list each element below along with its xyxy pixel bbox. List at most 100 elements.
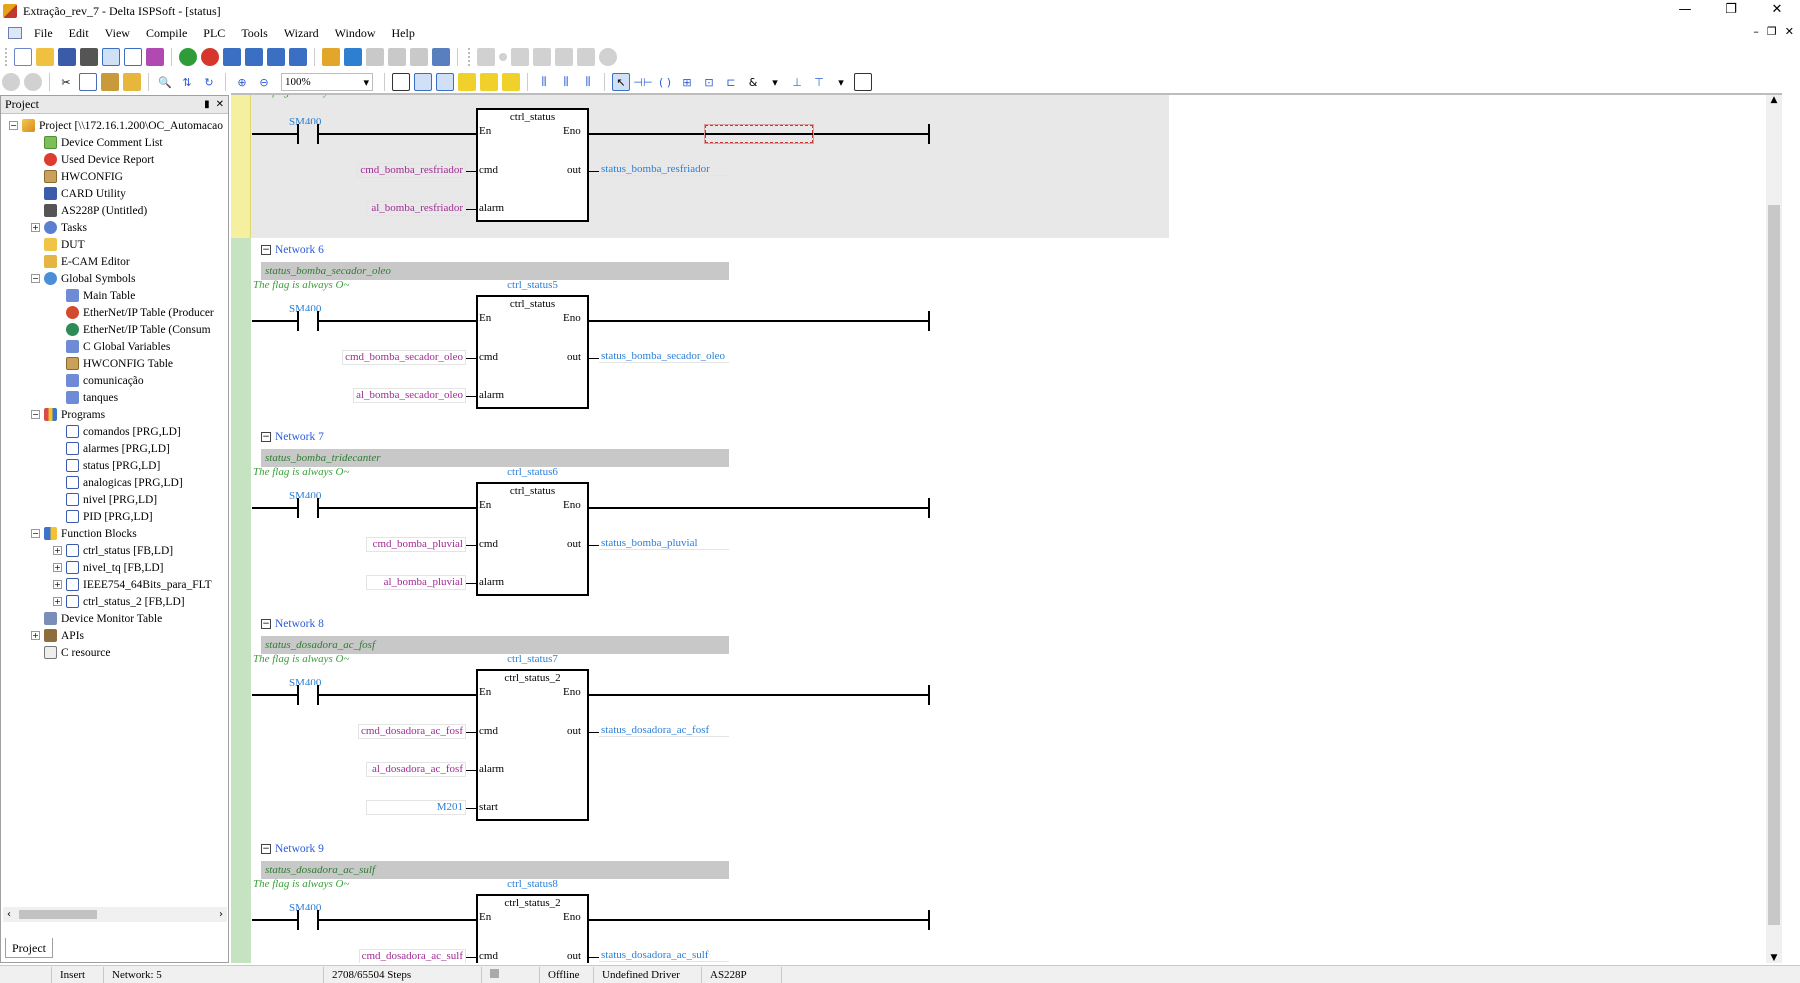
network-comment[interactable]: status_bomba_secador_oleo [261,262,729,280]
tree-item[interactable]: C Global Variables [53,338,170,355]
delete-icon[interactable] [123,73,141,91]
stop-icon[interactable] [201,48,219,66]
network-comment[interactable]: status_dosadora_ac_fosf [261,636,729,654]
function-block[interactable] [476,669,589,821]
cmd-variable[interactable]: cmd_dosadora_ac_fosf [357,724,466,739]
and-icon[interactable]: & [748,75,758,89]
tree-item[interactable]: EtherNet/IP Table (Producer [53,304,214,321]
settings-icon[interactable] [432,48,450,66]
selected-cell[interactable] [704,124,814,144]
minimize-button[interactable]: — [1678,2,1692,17]
tree-item[interactable]: −Function Blocks [31,525,137,542]
tree-item[interactable]: +ctrl_status [FB,LD] [53,542,173,559]
collapse-icon[interactable]: − [31,529,40,538]
toolbar-grip[interactable] [5,48,9,66]
tree-item[interactable]: alarmes [PRG,LD] [53,440,170,457]
select-pointer-icon[interactable]: ↖ [612,73,630,91]
insert-column-right-icon[interactable]: ⫼ [563,75,569,88]
function-block[interactable] [476,482,589,596]
collapse-network-icon[interactable]: − [261,619,271,629]
run-icon[interactable] [179,48,197,66]
tree-item[interactable]: EtherNet/IP Table (Consum [53,321,211,338]
function-block[interactable] [476,108,589,222]
normally-open-contact[interactable] [297,910,319,930]
collapse-icon[interactable]: − [31,410,40,419]
network-comment[interactable]: status_dosadora_ac_sulf [261,861,729,879]
menu-tools[interactable]: Tools [241,25,268,40]
cut-icon[interactable]: ✂ [61,75,71,89]
function-block-instance[interactable]: ctrl_status8 [507,878,558,890]
tree-item[interactable]: −Global Symbols [31,270,135,287]
network-icon[interactable] [854,73,872,91]
menu-window[interactable]: Window [334,25,376,40]
coil-icon[interactable]: ( ) [658,75,672,89]
network-header[interactable]: −Network 9 [261,843,324,855]
scrollbar-thumb[interactable] [19,910,97,919]
tree-item[interactable]: +Tasks [31,219,87,236]
tree-item[interactable]: HWCONFIG [31,168,123,185]
function-block[interactable] [476,295,589,409]
compare-icon[interactable] [267,48,285,66]
tree-item[interactable]: +ctrl_status_2 [FB,LD] [53,593,185,610]
tree-item[interactable]: +IEEE754_64Bits_para_FLT [53,576,212,593]
replace-icon[interactable]: ⇅ [182,75,192,89]
out-variable[interactable]: status_dosadora_ac_fosf [599,724,729,737]
upload-icon[interactable] [245,48,263,66]
function-block-instance[interactable]: ctrl_status6 [507,466,558,478]
normally-open-contact[interactable] [297,124,319,144]
network-header[interactable]: −Network 7 [261,431,324,443]
copy-icon[interactable] [79,73,97,91]
tree-item[interactable]: Device Comment List [31,134,163,151]
collapse-icon[interactable]: − [9,121,18,130]
tree-item[interactable]: tanques [53,389,118,406]
close-icon[interactable]: ✕ [215,99,224,110]
tree-item[interactable]: HWCONFIG Table [53,355,173,372]
transfer-icon[interactable] [410,48,428,66]
out-variable[interactable]: status_bomba_resfriador [599,163,729,176]
tree-item[interactable]: CARD Utility [31,185,126,202]
network-comment[interactable]: status_bomba_tridecanter [261,449,729,467]
compile-icon[interactable] [322,48,340,66]
start-variable[interactable]: M201 [366,800,466,815]
menu-edit[interactable]: Edit [68,25,89,40]
menu-wizard[interactable]: Wizard [283,25,319,40]
tree-item[interactable]: +nivel_tq [FB,LD] [53,559,164,576]
tab-project[interactable]: Project [5,938,53,958]
label-edit-icon[interactable] [502,73,520,91]
doc-close-button[interactable]: ✕ [1784,25,1794,38]
scrollbar-thumb[interactable] [1768,205,1780,925]
tree-item[interactable]: comunicação [53,372,144,389]
force-on-icon[interactable] [477,48,495,66]
tree-item[interactable]: comandos [PRG,LD] [53,423,181,440]
toolbar-grip[interactable] [468,48,472,66]
unlock-icon[interactable] [555,48,573,66]
out-variable[interactable]: status_bomba_pluvial [599,537,729,550]
menu-compile[interactable]: Compile [145,25,188,40]
menu-file[interactable]: File [34,25,53,40]
function-block[interactable] [476,894,589,963]
alarm-variable[interactable]: al_bomba_secador_oleo [353,388,466,403]
out-variable[interactable]: status_bomba_secador_oleo [599,350,729,363]
function-block-icon[interactable]: ⊞ [682,75,692,89]
tree-horizontal-scrollbar[interactable]: ‹ › [3,907,227,922]
expand-icon[interactable]: + [31,223,40,232]
expand-icon[interactable]: + [53,597,62,606]
menu-help[interactable]: Help [391,25,415,40]
window-view-icon[interactable] [124,48,142,66]
tree-item[interactable]: E-CAM Editor [31,253,130,270]
menu-view[interactable]: View [104,25,130,40]
scroll-down-icon[interactable]: ▼ [1770,953,1778,963]
network-header[interactable]: −Network 6 [261,244,324,256]
pin-icon[interactable]: ▮ [204,99,210,110]
key-icon[interactable] [577,48,595,66]
tree-item[interactable]: −Programs [31,406,105,423]
download-icon[interactable] [223,48,241,66]
zoom-select[interactable]: 100% ▾ [281,73,373,91]
function-block-instance[interactable]: ctrl_status5 [507,279,558,291]
doc-restore-button[interactable]: ❐ [1766,25,1777,38]
tree-item[interactable]: AS228P (Untitled) [31,202,147,219]
zoom-in-icon[interactable]: ⊕ [237,75,247,89]
expand-icon[interactable]: + [31,631,40,640]
cmd-variable[interactable]: cmd_bomba_secador_oleo [342,350,466,365]
document-system-menu-icon[interactable] [8,27,22,39]
